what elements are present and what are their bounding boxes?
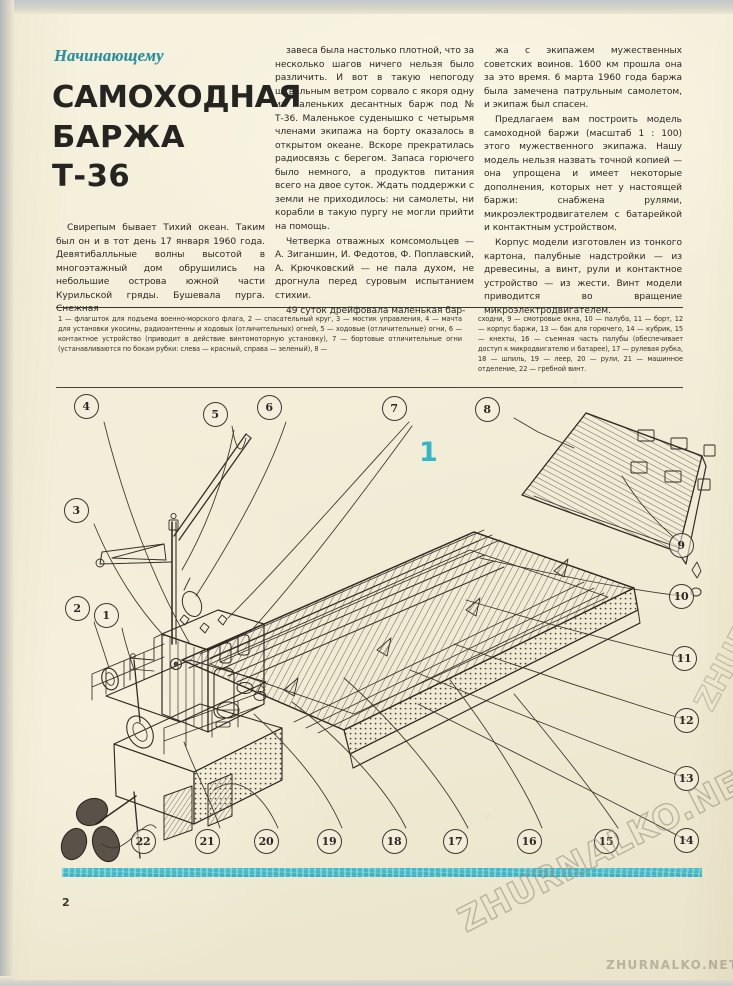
paragraph: Свирепым бывает Тихий океан. Таким был о… [56, 223, 265, 314]
callout-12: 12 [673, 707, 699, 733]
article-column-3: жа с экипажем мужественных советских вои… [484, 45, 682, 318]
callout-19: 19 [316, 828, 342, 854]
scan-edge-left [0, 0, 14, 986]
callout-11: 11 [671, 645, 697, 671]
technical-drawing [14, 392, 733, 872]
callout-3: 3 [63, 497, 89, 523]
paragraph: Четверка отважных комсомольцев — А. Зига… [275, 236, 474, 301]
callout-16: 16 [516, 828, 542, 854]
callout-17: 17 [442, 828, 468, 854]
paragraph: жа с экипажем мужественных советских вои… [484, 46, 682, 110]
callout-22: 22 [130, 828, 156, 854]
divider-rule-top [56, 307, 683, 308]
callout-2: 2 [64, 595, 90, 621]
callout-10: 10 [668, 583, 694, 609]
callout-13: 13 [673, 765, 699, 791]
callout-8: 8 [474, 396, 500, 422]
scan-edge-bottom [0, 976, 733, 986]
barge-isometric-svg [60, 412, 716, 863]
callout-15: 15 [593, 828, 619, 854]
divider-rule-bottom [56, 387, 683, 388]
callout-18: 18 [381, 828, 407, 854]
paragraph: Корпус модели изготовлен из тонкого карт… [484, 238, 682, 316]
section-kicker: Начинающему [54, 46, 164, 65]
article-column-2: завеса была настолько плотной, что за не… [275, 45, 474, 318]
article-column-1: Свирепым бывает Тихий океан. Таким был о… [56, 222, 265, 317]
headline-line-2: БАРЖА Т-36 [52, 119, 186, 195]
callout-14: 14 [673, 827, 699, 853]
callout-21: 21 [194, 828, 220, 854]
callout-4: 4 [73, 393, 99, 419]
callout-20: 20 [253, 828, 279, 854]
scan-edge-top [0, 0, 733, 14]
figure-legend-right: сходни, 9 — смотровые окна, 10 — палуба,… [478, 315, 683, 374]
figure-legend-left: 1 — флагшток для подъема военно-морского… [58, 315, 462, 354]
paragraph: 49 суток дрейфовала маленькая бар- [286, 305, 466, 316]
paragraph: завеса была настолько плотной, что за не… [275, 46, 474, 232]
headline-line-1: САМОХОДНАЯ [52, 80, 302, 115]
callout-1: 1 [93, 602, 119, 628]
callout-9: 9 [668, 532, 694, 558]
figure-legend: 1 — флагшток для подъема военно-морского… [58, 314, 683, 374]
page-number: 2 [62, 896, 70, 909]
callout-6: 6 [256, 394, 282, 420]
footer-color-bar [62, 868, 702, 877]
page-title: САМОХОДНАЯ БАРЖА Т-36 [52, 78, 302, 197]
callout-7: 7 [381, 395, 407, 421]
paragraph: Предлагаем вам построить модель самоходн… [484, 115, 682, 233]
figure-number: 1 [419, 437, 438, 468]
callout-5: 5 [202, 401, 228, 427]
